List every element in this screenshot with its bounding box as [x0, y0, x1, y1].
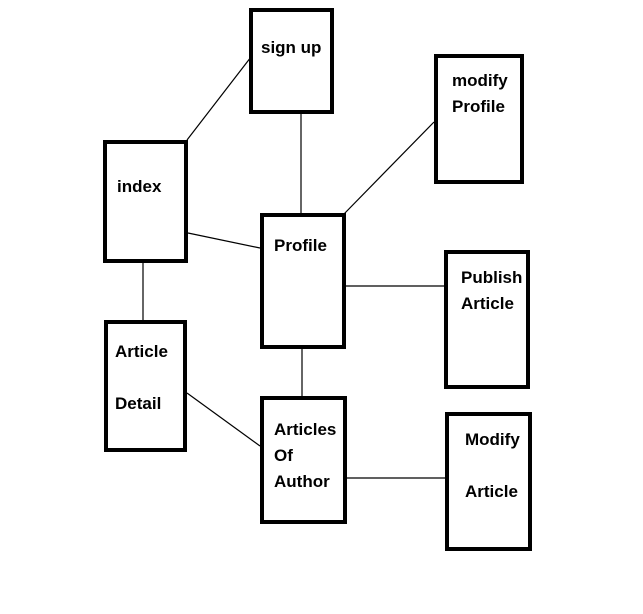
node-modify-profile-label-line2: Profile	[452, 97, 505, 116]
node-profile-label: Profile	[274, 236, 327, 255]
node-modify-profile: modify Profile	[434, 54, 524, 184]
node-articles-of-author-label-line1: Articles	[274, 420, 337, 439]
node-index-label: index	[117, 177, 162, 196]
node-profile: Profile	[260, 213, 346, 349]
node-article-detail-label-line2: Detail	[115, 394, 162, 413]
node-modify-profile-label-line1: modify	[452, 71, 508, 90]
node-modify-article-label-line2: Article	[465, 482, 518, 501]
node-article-detail: Article Detail	[104, 320, 187, 452]
node-articles-of-author: Articles Of Author	[260, 396, 347, 524]
node-publish-article-label-line2: Article	[461, 294, 514, 313]
node-sign-up: sign up	[249, 8, 334, 114]
node-modify-article: Modify Article	[445, 412, 532, 551]
connector-signup-index	[186, 56, 252, 141]
connector-modifyprofile-profile	[342, 121, 435, 216]
node-publish-article: Publish Article	[444, 250, 530, 389]
node-modify-article-label-line1: Modify	[465, 430, 520, 449]
node-sign-up-label: sign up	[261, 38, 322, 57]
node-article-detail-label-line1: Article	[115, 342, 168, 361]
node-articles-of-author-label-line3: Author	[274, 472, 330, 491]
node-articles-of-author-label-line2: Of	[274, 446, 293, 465]
node-index: index	[103, 140, 188, 263]
connector-articledetail-articlesofauthor	[186, 392, 261, 447]
node-publish-article-label-line1: Publish	[461, 268, 523, 287]
connector-index-profile	[187, 232, 261, 249]
